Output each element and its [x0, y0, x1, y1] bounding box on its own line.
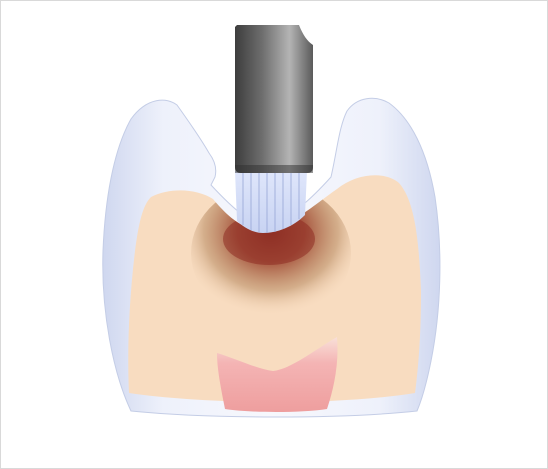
curing-light-tip — [235, 25, 313, 173]
